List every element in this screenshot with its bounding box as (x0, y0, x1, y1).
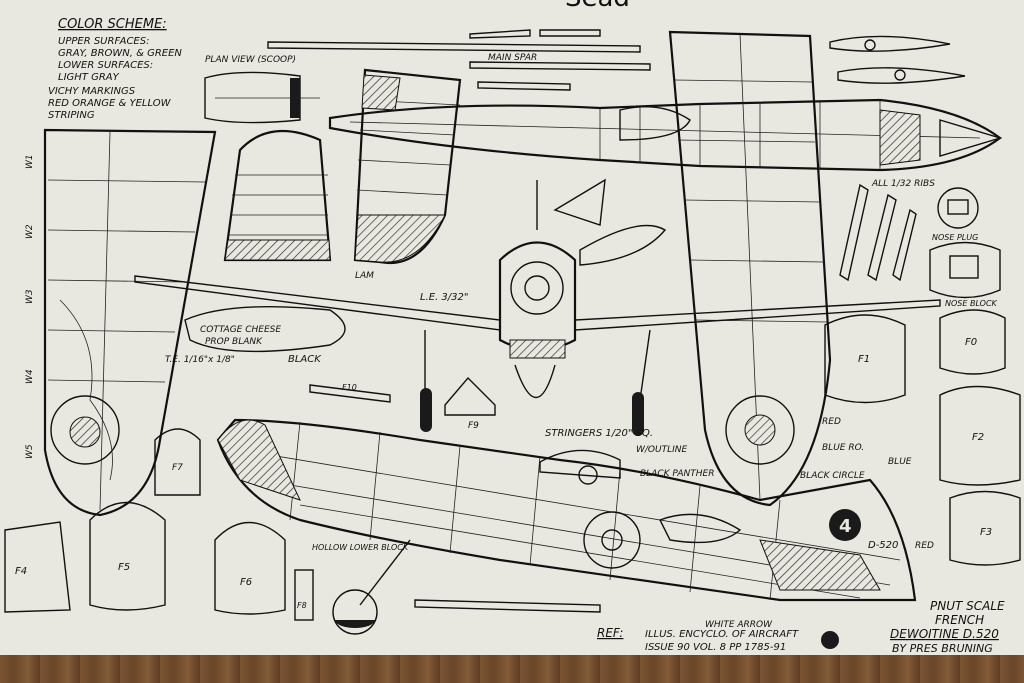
former-label: F5 (118, 562, 130, 573)
black-circle-label: BLACK CIRCLE (800, 471, 865, 481)
fuselage-top-view (328, 98, 1003, 172)
color-scheme-line: RED ORANGE & YELLOW (48, 98, 172, 109)
color-scheme-line: STRIPING (48, 110, 95, 121)
red-label: RED (822, 417, 841, 427)
color-scheme-line: VICHY MARKINGS (48, 86, 136, 97)
wing-station: W3 (25, 289, 35, 304)
color-scheme-line: UPPER SURFACES: (58, 36, 149, 47)
reference-block: REF: ILLUS. ENCYCLO. OF AIRCRAFT ISSUE 9… (597, 626, 799, 653)
outline-label: W/OUTLINE (636, 445, 688, 455)
former-label: F7 (172, 463, 183, 473)
ref-label: REF: (597, 626, 623, 640)
former-label: F0 (965, 337, 977, 348)
fuselage-number: 4 (839, 516, 852, 537)
blue-label: BLUE (888, 457, 912, 467)
former-label: F10 (342, 383, 357, 392)
wood-table-edge (0, 655, 1024, 683)
plan-sheet: Sead COLOR SCHEME: UPPER SURFACES: GRAY,… (0, 0, 1024, 660)
former-label: F3 (980, 527, 992, 538)
nose-parts: ALL 1/32 RIBS NOSE PLUG NOSE BLOCK (839, 179, 1001, 308)
prop-blank-label: PROP BLANK (205, 337, 263, 347)
stabilizer-right (353, 68, 462, 265)
color-scheme-block: COLOR SCHEME: UPPER SURFACES: GRAY, BROW… (48, 17, 182, 121)
color-scheme-heading: COLOR SCHEME: (58, 17, 167, 32)
black-label: BLACK (288, 354, 322, 365)
main-spar-strips: MAIN SPAR (267, 29, 651, 91)
stringers-label: STRINGERS 1/20" SQ. (545, 428, 653, 439)
plan-view-label: PLAN VIEW (SCOOP) (205, 55, 296, 65)
formers: F1 F0 F2 F3 F4 F5 F6 F7 F8 F9 F10 (4, 309, 1021, 621)
front-view-aircraft: L.E. 3/32" (134, 178, 941, 436)
pnut-scale-label: PNUT SCALE (930, 599, 1005, 613)
lam-label: LAM (355, 271, 374, 281)
former-label: F6 (240, 577, 252, 588)
white-arrow-label: WHITE ARROW (705, 620, 773, 630)
former-label: F8 (297, 601, 307, 610)
wing-station: W5 (25, 444, 35, 459)
former-label: F1 (858, 354, 870, 365)
cottage-cheese-label: COTTAGE CHEESE (200, 325, 281, 335)
main-spar-label: MAIN SPAR (488, 53, 537, 63)
nose-block-label: NOSE BLOCK (945, 299, 998, 308)
color-scheme-line: GRAY, BROWN, & GREEN (58, 48, 182, 59)
fuselage-side-view: 4 D-520 (216, 418, 917, 649)
former-label: F9 (468, 421, 479, 431)
right-wing-half (668, 30, 832, 507)
rib-profiles (829, 35, 966, 84)
left-wing-half (43, 128, 217, 517)
wing-station: W4 (25, 369, 35, 384)
former-label: F2 (972, 432, 984, 443)
prop-blank: COTTAGE CHEESE PROP BLANK T.E. 1/16"x 1/… (165, 305, 346, 365)
title-block: PNUT SCALE FRENCH DEWOITINE D.520 BY PRE… (890, 599, 1005, 655)
color-scheme-line: LIGHT GRAY (58, 72, 120, 83)
nose-plug-label: NOSE PLUG (932, 233, 978, 242)
black-panther-label: BLACK PANTHER (640, 469, 714, 479)
color-scheme-line: LOWER SURFACES: (58, 60, 153, 71)
scoop-plan-view: PLAN VIEW (SCOOP) (204, 55, 320, 124)
stabilizer-left (223, 129, 332, 262)
red-label-tail: RED (915, 541, 934, 551)
former-label: F4 (15, 566, 27, 577)
wing-station-labels: W1 W2 W3 W4 W5 (25, 154, 35, 459)
tail-code: D-520 (868, 540, 898, 551)
hollow-label: HOLLOW LOWER BLOCK (312, 543, 409, 552)
ribs-label: ALL 1/32 RIBS (871, 179, 935, 189)
ref-line: ISSUE 90 VOL. 8 PP 1785-91 (645, 642, 786, 653)
title-partial: Sead (565, 0, 630, 13)
wing-station: W1 (25, 154, 35, 169)
ref-line: ILLUS. ENCYCLO. OF AIRCRAFT (645, 629, 799, 640)
blue-ro-label: BLUE RO. (822, 443, 864, 453)
le-label: L.E. 3/32" (420, 292, 468, 303)
aircraft-name: DEWOITINE D.520 (890, 627, 999, 641)
wing-station: W2 (25, 224, 35, 239)
model-plan-drawing: Sead COLOR SCHEME: UPPER SURFACES: GRAY,… (4, 0, 1021, 655)
author-label: BY PRES BRUNING (892, 642, 993, 655)
te-label: T.E. 1/16"x 1/8" (165, 355, 235, 365)
french-label: FRENCH (935, 613, 984, 627)
